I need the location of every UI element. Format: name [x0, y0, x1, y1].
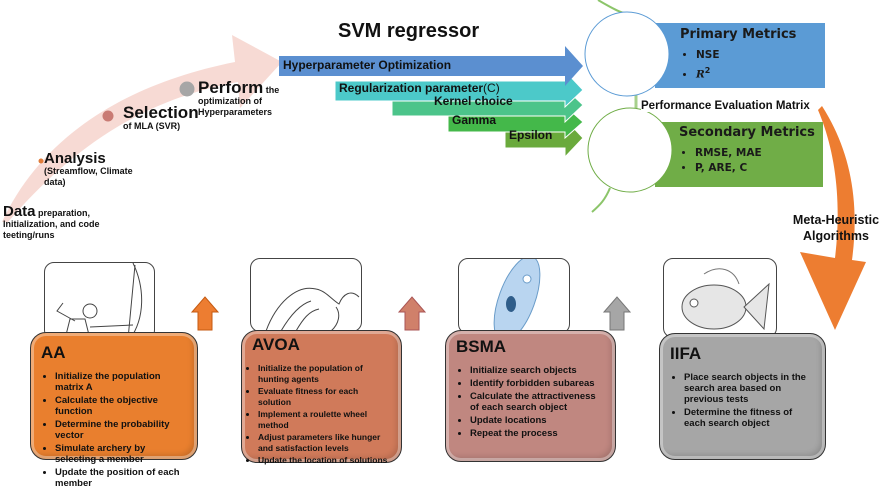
metric-r-exponent: 2	[704, 66, 711, 75]
step-analysis-text: (Streamflow, Climate data)	[44, 166, 133, 187]
archer-icon	[56, 263, 143, 339]
step-data: Data preparation, Initialization, and co…	[3, 203, 123, 241]
vulture-illustration	[250, 258, 362, 332]
primary-metrics-bg	[655, 23, 825, 88]
card-avoa-item: Evaluate fitness for each solution	[258, 386, 391, 407]
card-iifa: IIFA Place search objects in the search …	[659, 333, 826, 460]
slime-mould-icon	[493, 259, 541, 333]
step-data-text: preparation, Initialization, and code te…	[3, 208, 100, 240]
metric-nse: NSE	[696, 48, 796, 63]
primary-circle	[584, 11, 670, 97]
step-selection-text: of MLA (SVR)	[123, 121, 181, 131]
step-analysis: Analysis (Streamflow, Climate data)	[44, 150, 144, 188]
arrow-gamma-label: Gamma	[452, 113, 497, 127]
arrow-epsilon-label: Epsilon	[509, 128, 553, 142]
fish-illustration	[663, 258, 777, 338]
card-bsma-item: Repeat the process	[470, 428, 605, 439]
card-avoa: AVOA Initialize the population of huntin…	[241, 330, 402, 466]
arrow-kernel-label: Kernel choice	[434, 94, 513, 108]
card-aa: AA Initialize the population matrix A Ca…	[30, 332, 198, 489]
arrow-hyperparameter-shape	[279, 46, 583, 86]
regularization-suffix: (C)	[483, 81, 500, 95]
step-perform-text: optimization of Hyperparameters	[198, 96, 273, 117]
step-data-head: Data	[3, 203, 36, 220]
primary-metrics: Primary Metrics NSE R2	[680, 27, 796, 83]
card-bsma-title: BSMA	[456, 337, 507, 356]
vulture-icon	[265, 287, 360, 331]
fish-icon	[681, 268, 770, 331]
card-aa-item: Update the position of each member	[55, 467, 187, 489]
step-dot-selection	[102, 110, 114, 122]
up-arrow-aa	[190, 296, 220, 331]
arrow-hyperparameter-label: Hyperparameter Optimization	[283, 58, 452, 72]
step-selection-head: Selection	[123, 103, 199, 122]
card-bsma: BSMA Initialize search objects Identify …	[445, 330, 616, 462]
card-avoa-title: AVOA	[252, 335, 300, 354]
step-perform: Perform the optimization of Hyperparamet…	[198, 79, 288, 118]
card-bsma-item: Identify forbidden subareas	[470, 378, 605, 389]
step-selection: Selection of MLA (SVR)	[123, 104, 203, 132]
card-avoa-item: Adjust parameters like hunger and satisf…	[258, 432, 391, 453]
secondary-metrics: Secondary Metrics RMSE, MAE P, ARE, C	[679, 125, 815, 176]
secondary-metrics-bg	[655, 122, 823, 187]
step-dot-perform	[179, 81, 195, 97]
card-bsma-item: Calculate the attractiveness of each sea…	[470, 391, 605, 413]
primary-metrics-title: Primary Metrics	[680, 27, 797, 42]
diagram-shapes	[2, 0, 866, 331]
card-aa-item: Calculate the objective function	[55, 395, 187, 417]
archer-illustration	[44, 262, 155, 340]
card-bsma-item: Update locations	[470, 415, 605, 426]
card-avoa-item: Initialize the population of hunting age…	[258, 363, 391, 384]
secondary-circle	[587, 107, 673, 193]
card-aa-item: Initialize the population matrix A	[55, 371, 187, 393]
performance-matrix-label: Performance Evaluation Matrix	[641, 100, 810, 112]
slime-mould-illustration	[458, 258, 570, 334]
metric-r: R	[696, 68, 705, 81]
card-iifa-item: Place search objects in the search area …	[684, 372, 815, 405]
metric-rmse-mae: RMSE, MAE	[695, 146, 815, 161]
card-aa-item: Determine the probability vector	[55, 419, 187, 441]
step-perform-head: Perform	[198, 78, 264, 97]
meta-heuristic-label: Meta-Heuristic Algorithms	[792, 213, 880, 243]
card-aa-title: AA	[41, 343, 66, 362]
step-perform-inline: the	[265, 85, 280, 95]
secondary-metrics-title: Secondary Metrics	[679, 125, 815, 140]
workflow-curved-arrow	[2, 35, 282, 222]
up-arrow-bsma	[602, 296, 632, 331]
card-bsma-item: Initialize search objects	[470, 365, 605, 376]
metric-p-are-c: P, ARE, C	[695, 161, 815, 176]
connector-arc-bottom	[591, 187, 611, 213]
regularization-text: Regularization parameter	[339, 81, 484, 95]
card-iifa-item: Determine the fitness of each search obj…	[684, 407, 815, 429]
connector-arc-top	[597, 0, 629, 15]
step-analysis-head: Analysis	[44, 150, 106, 167]
meta-heuristic-arrow	[800, 106, 866, 330]
svm-title: SVM regressor	[338, 20, 480, 42]
up-arrow-avoa	[397, 296, 427, 331]
card-aa-item: Simulate archery by selecting a member	[55, 443, 187, 465]
arrow-regularization-label: Regularization parameter(C)	[339, 81, 500, 95]
card-iifa-title: IIFA	[670, 344, 702, 363]
metric-r2: R2	[696, 63, 796, 83]
card-avoa-item: Implement a roulette wheel method	[258, 409, 391, 430]
step-dot-analysis	[38, 158, 44, 164]
card-avoa-item: Update the location of solutions	[258, 455, 391, 466]
